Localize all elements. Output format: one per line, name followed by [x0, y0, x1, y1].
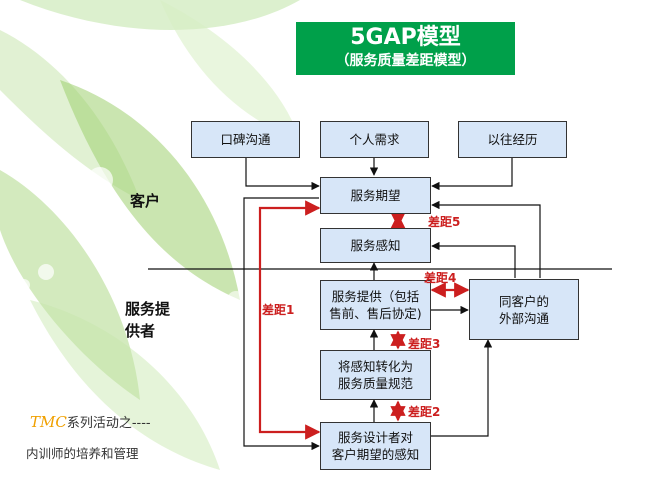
box-perceived-service: 服务感知	[320, 228, 431, 263]
water-drop	[87, 167, 113, 193]
box-personal-needs-label: 个人需求	[349, 132, 400, 147]
water-drop	[227, 291, 245, 309]
series-caption-rest: 系列活动之----	[66, 416, 151, 431]
box-translation-to-specs-line1: 将感知转化为	[337, 359, 413, 374]
title-main: 5GAP模型	[350, 25, 461, 50]
leaf-top	[20, 0, 300, 30]
title-banner: 5GAP模型 （服务质量差距模型）	[296, 22, 515, 75]
water-drop	[38, 264, 54, 280]
arrow-past-to-expected	[431, 158, 513, 191]
box-external-communication: 同客户的 外部沟通	[469, 279, 579, 340]
series-subtitle: 内训师的培养和管理	[26, 446, 139, 461]
gap2-label: 差距2	[408, 405, 441, 419]
label-provider-line2: 供者	[125, 322, 156, 340]
box-management-perception-line2: 客户期望的感知	[331, 447, 420, 462]
box-personal-needs: 个人需求	[320, 121, 429, 158]
box-translation-to-specs: 将感知转化为 服务质量规范	[320, 350, 431, 400]
label-customer: 客户	[130, 192, 161, 210]
water-drop	[18, 279, 30, 291]
box-service-delivery: 服务提供（包括 售前、售后协定)	[320, 280, 431, 330]
tmc-brand: TMC	[30, 413, 67, 431]
box-expected-service: 服务期望	[320, 177, 431, 214]
box-expected-service-label: 服务期望	[350, 188, 401, 203]
box-service-delivery-line2: 售前、售后协定)	[329, 306, 422, 321]
leaf-left-center	[60, 80, 240, 300]
box-management-perception: 服务设计者对 客户期望的感知	[320, 422, 431, 470]
box-past-experience: 以往经历	[458, 121, 567, 158]
gap4-label: 差距4	[424, 271, 457, 285]
box-external-communication-line1: 同客户的	[498, 293, 549, 309]
series-caption: TMC系列活动之----	[30, 412, 151, 431]
box-perceived-service-label: 服务感知	[350, 238, 401, 253]
leaf-bottom	[30, 300, 220, 470]
arrow-external-to-perceived	[431, 241, 516, 278]
box-service-delivery-line1: 服务提供（包括	[331, 289, 420, 304]
arrow-expected-to-management	[243, 197, 320, 451]
arrow-management-to-external	[431, 339, 493, 437]
label-provider-line1: 服务提	[125, 300, 171, 318]
arrow-wom-to-expected	[245, 158, 320, 191]
box-past-experience-label: 以往经历	[487, 132, 538, 147]
box-word-of-mouth-label: 口碑沟通	[220, 132, 271, 147]
box-external-communication-line2: 外部沟通	[498, 310, 549, 326]
water-drop	[204, 354, 216, 366]
leaf-left-lower	[0, 170, 140, 400]
box-translation-to-specs-line2: 服务质量规范	[337, 376, 413, 391]
gap5-label: 差距5	[428, 215, 461, 229]
gap3-label: 差距3	[408, 337, 441, 351]
title-subtitle: （服务质量差距模型）	[335, 53, 476, 69]
box-word-of-mouth: 口碑沟通	[191, 121, 300, 158]
gap1-label: 差距1	[262, 303, 295, 317]
leaf-top-right	[160, 0, 300, 140]
box-management-perception-line1: 服务设计者对	[337, 430, 413, 445]
gap1-connector	[258, 200, 321, 440]
arrow-external-to-expected	[431, 200, 541, 278]
